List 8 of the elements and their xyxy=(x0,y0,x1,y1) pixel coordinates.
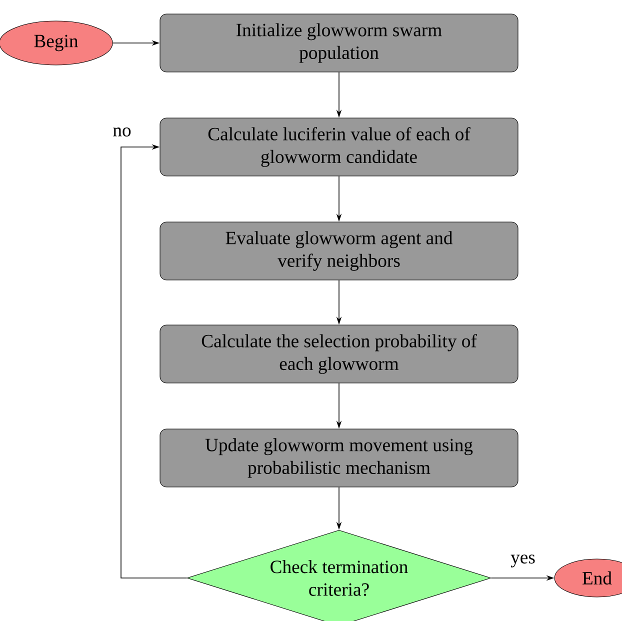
arrow xyxy=(120,144,188,578)
process-box: Initialize glowworm swarm population xyxy=(160,14,518,72)
process-box: Calculate luciferin value of each of glowworm candidate xyxy=(160,118,518,176)
process-box: Evaluate glowworm agent and verify neighbors xyxy=(160,222,518,280)
process-box: Calculate the selection probability of each glowworm xyxy=(160,324,518,384)
edge-label: no xyxy=(111,126,133,138)
process-box: Update glowworm movement using probabilistic mechanism xyxy=(160,428,518,488)
edge-label: yes xyxy=(509,553,537,569)
